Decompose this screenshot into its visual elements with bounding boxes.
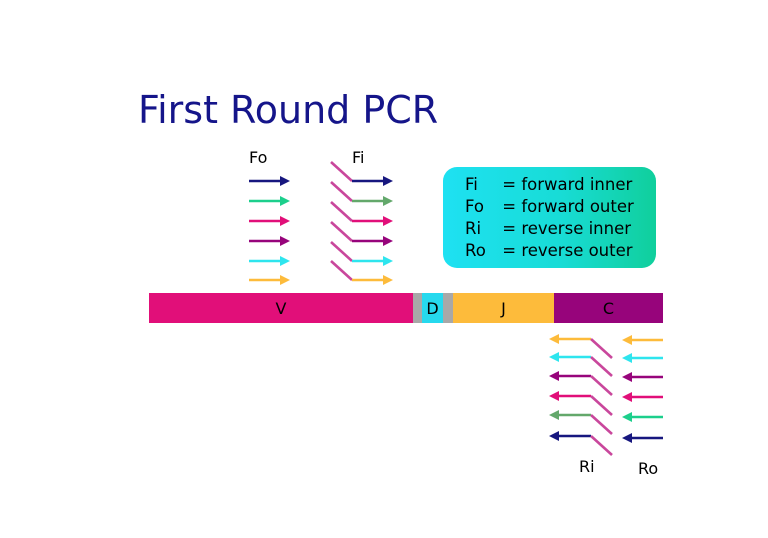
reverse-inner-tail-5 xyxy=(590,414,613,435)
forward-inner-primer-5-head xyxy=(383,256,393,266)
reverse-inner-primer-2-head xyxy=(549,352,559,362)
legend-meaning: = reverse inner xyxy=(502,219,632,238)
segment-label-j: J xyxy=(501,299,506,318)
reverse-outer-primer-3-head xyxy=(622,372,632,382)
reverse-inner-tail-3 xyxy=(590,375,613,396)
segment-label-v: V xyxy=(275,299,287,318)
label-forward-inner: Fi xyxy=(352,148,365,167)
forward-outer-primer-3-head xyxy=(280,216,290,226)
reverse-inner-tail-1 xyxy=(590,338,613,359)
reverse-inner-primer-6-head xyxy=(549,431,559,441)
reverse-inner-tail-4 xyxy=(590,395,613,416)
reverse-inner-primer-5-head xyxy=(549,410,559,420)
legend-box: Fi = forward inner Fo = forward outer Ri… xyxy=(443,167,656,268)
forward-inner-tail-2 xyxy=(330,181,353,202)
forward-inner-tail-1 xyxy=(330,161,353,182)
forward-inner-tail-3 xyxy=(330,201,353,222)
reverse-outer-primer-4-head xyxy=(622,392,632,402)
segment-label-c: C xyxy=(602,299,615,318)
forward-inner-primer-3-head xyxy=(383,216,393,226)
forward-inner-primer-2-head xyxy=(383,196,393,206)
legend-meaning: = forward outer xyxy=(502,197,634,216)
reverse-outer-primer-2-head xyxy=(622,353,632,363)
legend-meaning: = reverse outer xyxy=(502,241,633,260)
segment-v xyxy=(149,293,413,323)
legend-abbr: Ro xyxy=(465,241,486,260)
legend-row-fi: Fi = forward inner xyxy=(465,175,632,194)
label-reverse-inner: Ri xyxy=(579,457,595,476)
legend-abbr: Fi xyxy=(465,175,478,194)
forward-outer-primer-6-head xyxy=(280,275,290,285)
segment-c xyxy=(554,293,663,323)
legend-meaning: = forward inner xyxy=(502,175,633,194)
reverse-outer-primer-5-head xyxy=(622,412,632,422)
forward-inner-primer-1-head xyxy=(383,176,393,186)
forward-inner-tail-5 xyxy=(330,241,353,262)
segment-d xyxy=(422,293,443,323)
reverse-inner-primer-3-head xyxy=(549,371,559,381)
forward-outer-primer-1-head xyxy=(280,176,290,186)
legend-abbr: Ri xyxy=(465,219,482,238)
forward-outer-primer-4-head xyxy=(280,236,290,246)
legend-row-fo: Fo = forward outer xyxy=(465,197,634,216)
reverse-inner-primer-1-head xyxy=(549,334,559,344)
forward-inner-tail-6 xyxy=(330,260,353,281)
segment-spacer-1 xyxy=(413,293,422,323)
segment-spacer-3 xyxy=(443,293,453,323)
legend-row-ro: Ro = reverse outer xyxy=(465,241,633,260)
slide-title: First Round PCR xyxy=(138,88,439,132)
forward-outer-primer-2-head xyxy=(280,196,290,206)
reverse-inner-tail-2 xyxy=(590,356,613,377)
reverse-outer-primer-6-head xyxy=(622,433,632,443)
reverse-inner-tail-6 xyxy=(590,435,613,456)
forward-outer-primer-5-head xyxy=(280,256,290,266)
forward-inner-primer-4-head xyxy=(383,236,393,246)
legend-abbr: Fo xyxy=(465,197,484,216)
legend-row-ri: Ri = reverse inner xyxy=(465,219,631,238)
label-forward-outer: Fo xyxy=(249,148,268,167)
forward-inner-tail-4 xyxy=(330,221,353,242)
reverse-outer-primer-1-head xyxy=(622,335,632,345)
segment-j xyxy=(453,293,554,323)
label-reverse-outer: Ro xyxy=(638,459,659,478)
forward-inner-primer-6-head xyxy=(383,275,393,285)
reverse-inner-primer-4-head xyxy=(549,391,559,401)
segment-label-d: D xyxy=(426,299,439,318)
